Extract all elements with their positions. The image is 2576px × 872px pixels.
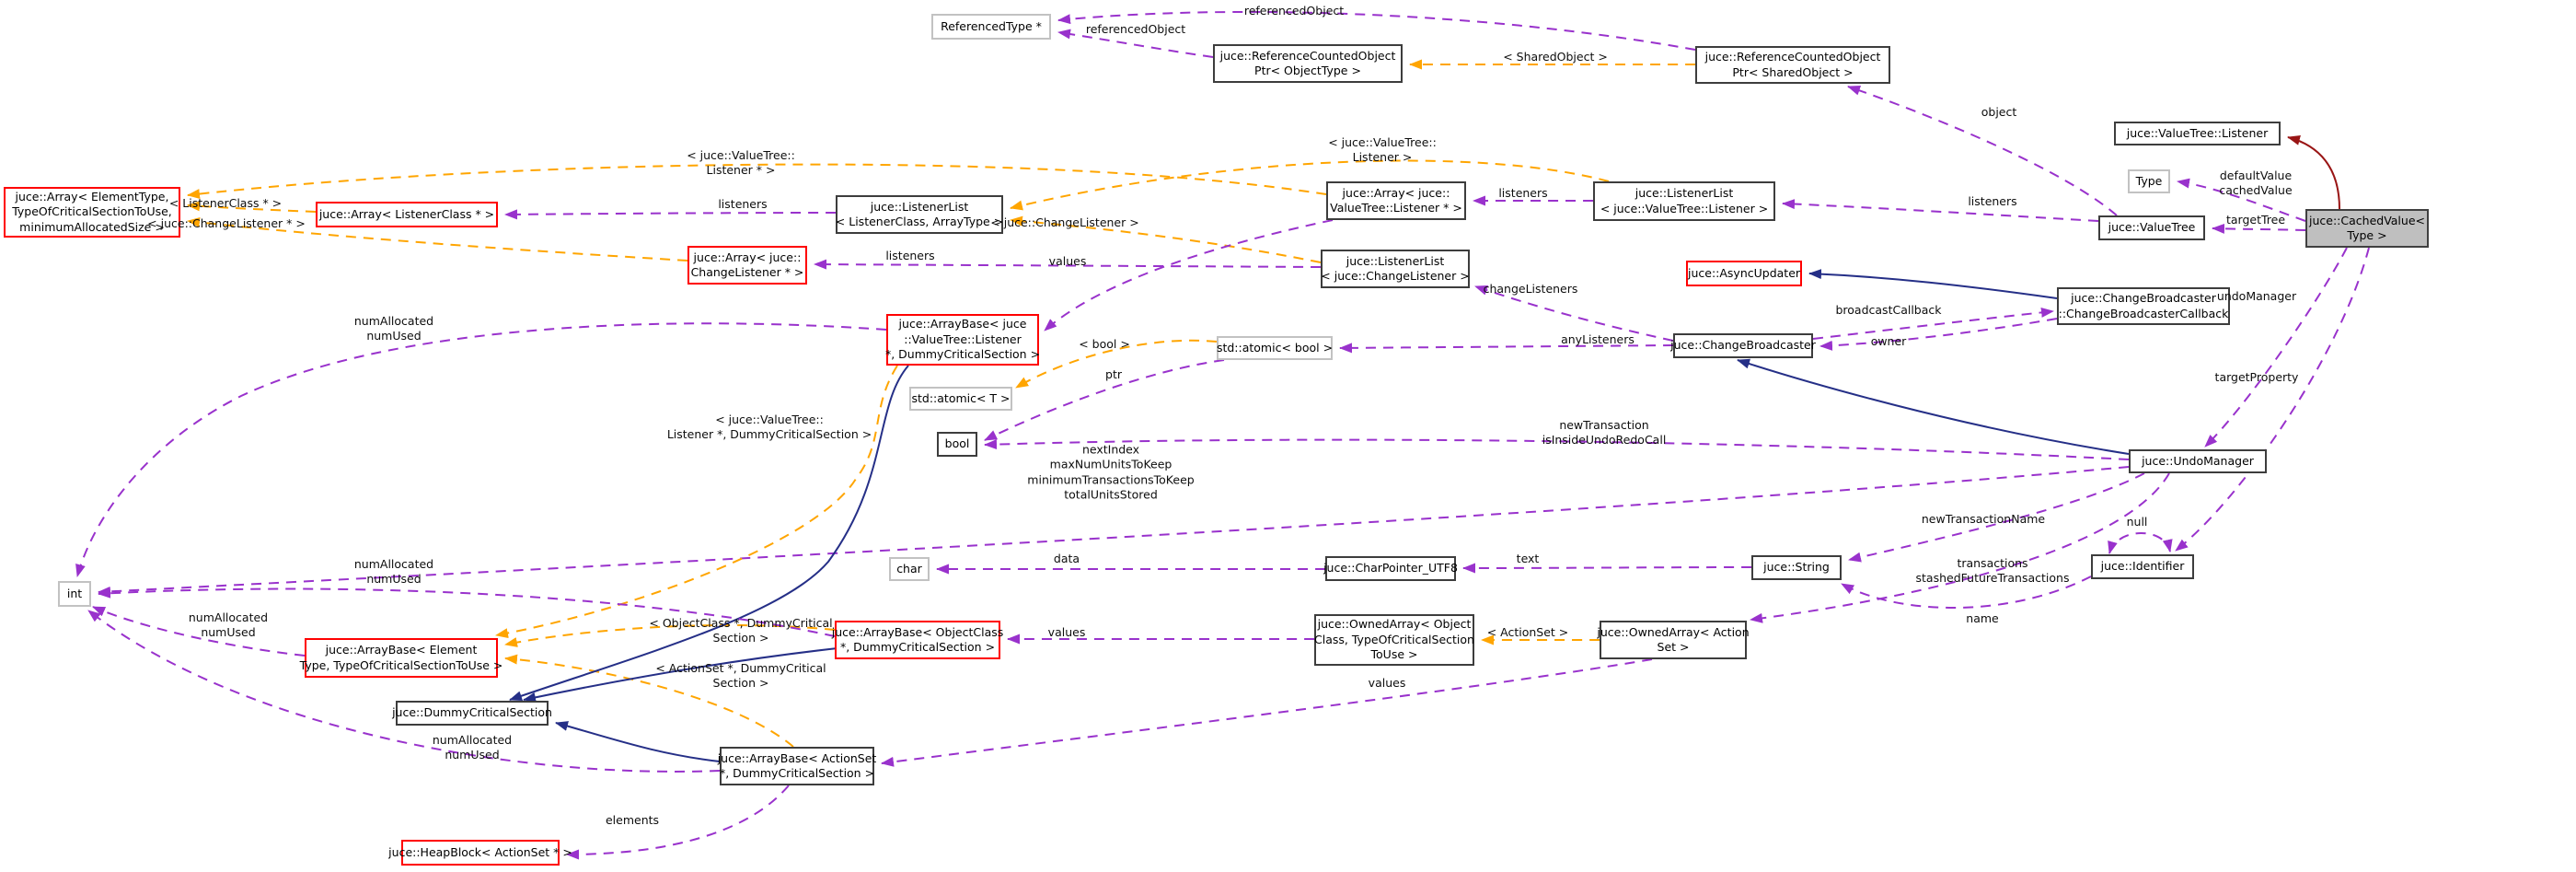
class-node-array-listenerclass[interactable]: juce::Array< ListenerClass * > [316,202,498,227]
edge-arraybase-actionset-to-arraybase-elementtype [504,654,794,748]
class-node-atomic-bool[interactable]: std::atomic< bool > [1217,336,1333,360]
class-node-char[interactable]: char [889,557,930,581]
class-node-valuetree-listener[interactable]: juce::ValueTree::Listener [2114,122,2281,145]
edge-string-to-charpointer-utf8 [1462,563,1752,574]
class-node-cbcallback[interactable]: juce::ChangeBroadcaster ::ChangeBroadcas… [2057,287,2230,325]
edge-cachedvalue-to-valuetree-listener [2287,135,2340,210]
class-node-string[interactable]: juce::String [1751,555,1842,580]
edge-arraybase-objectclass-to-dummycriticalsection [523,647,838,703]
class-node-arraybase-objectclass[interactable]: juce::ArrayBase< ObjectClass *, DummyCri… [832,621,1003,659]
edge-cachedvalue-to-type [2177,178,2306,222]
edge-undomanager-to-ownedarray-actionset [1750,472,2170,623]
edge-cbcallback-to-changebroadcaster [1819,318,2058,351]
edge-array-vt-listener-to-arraybase-vt-listener [1044,219,1334,331]
edge-rcop-objecttype-to-referenced-type [1057,29,1214,58]
class-node-referenced-type[interactable]: ReferencedType * [931,14,1051,40]
class-node-asyncupdater[interactable]: juce::AsyncUpdater [1686,261,1802,286]
class-node-atomic-t[interactable]: std::atomic< T > [909,387,1012,411]
edge-undomanager-to-int [98,466,2130,597]
class-node-changebroadcaster[interactable]: juce::ChangeBroadcaster [1670,333,1816,358]
class-node-valuetree[interactable]: juce::ValueTree [2098,215,2205,240]
edge-arraybase-objectclass-to-arraybase-elementtype [504,623,836,647]
class-node-dummycriticalsection[interactable]: juce::DummyCriticalSection [392,701,552,726]
class-node-undomanager[interactable]: juce::UndoManager [2129,449,2267,473]
edge-atomic-bool-to-bool [984,359,1225,441]
edge-arraybase-objectclass-to-int [98,587,836,637]
edge-listenerlist-generic-to-array-listenerclass [504,209,837,220]
edge-atomic-bool-to-atomic-t [1015,339,1218,389]
edge-arraybase-vt-listener-to-int [75,322,887,577]
edge-array-listenerclass-to-array-elementtype [187,201,317,213]
edge-arraybase-actionset-to-int [87,610,721,773]
edge-ownedarray-actionset-to-arraybase-actionset [881,658,1653,767]
edge-valuetree-to-listenerlist-vt-listener [1782,199,2099,222]
class-node-rcop-sharedobject[interactable]: juce::ReferenceCountedObject Ptr< Shared… [1695,46,1890,84]
edge-cbcallback-to-asyncupdater [1808,269,2058,299]
edge-listenerlist-vt-listener-to-listenerlist-generic [1010,159,1610,211]
edge-undomanager-to-changebroadcaster [1737,358,2130,455]
class-node-listenerlist-generic[interactable]: juce::ListenerList < ListenerClass, Arra… [836,195,1003,234]
class-node-array-vt-listener[interactable]: juce::Array< juce:: ValueTree::Listener … [1326,181,1466,220]
edge-rcop-sharedobject-to-referenced-type [1057,10,1696,51]
class-node-rcop-objecttype[interactable]: juce::ReferenceCountedObject Ptr< Object… [1213,44,1403,83]
edge-undomanager-to-bool [984,438,2130,460]
edge-arraybase-elementtype-to-int [92,606,306,657]
class-node-int[interactable]: int [58,581,91,607]
class-node-cachedvalue[interactable]: juce::CachedValue< Type > [2305,209,2429,248]
edge-identifier-to-identifier [2108,532,2173,554]
edge-valuetree-to-rcop-sharedobject [1847,85,2118,216]
class-node-heapblock-actionset[interactable]: juce::HeapBlock< ActionSet * > [388,840,572,866]
edge-arraybase-vt-listener-to-dummycriticalsection [509,365,909,701]
edge-cachedvalue-to-identifier [2175,247,2370,552]
class-node-listenerlist-vt-listener[interactable]: juce::ListenerList < juce::ValueTree::Li… [1593,181,1775,221]
edge-arraybase-actionset-to-dummycriticalsection [555,721,721,762]
edge-changebroadcaster-to-atomic-bool [1339,343,1674,354]
edge-array-changelistener-to-array-elementtype [187,216,688,262]
class-node-arraybase-elementtype[interactable]: juce::ArrayBase< Element Type, TypeOfCri… [300,638,502,678]
class-node-listenerlist-changelistener[interactable]: juce::ListenerList < juce::ChangeListene… [1321,250,1470,288]
class-node-type[interactable]: Type [2128,169,2170,193]
edge-listenerlist-changelistener-to-listenerlist-generic [1010,215,1322,263]
edge-arraybase-actionset-to-heapblock-actionset [566,785,790,860]
class-node-ownedarray-generic[interactable]: juce::OwnedArray< Object Class, TypeOfCr… [1314,614,1474,666]
class-node-ownedarray-actionset[interactable]: juce::OwnedArray< Action Set > [1597,621,1750,659]
class-node-array-changelistener[interactable]: juce::Array< juce:: ChangeListener * > [687,246,807,285]
edge-changebroadcaster-to-listenerlist-changelistener [1474,285,1674,342]
edge-cachedvalue-to-valuetree [2212,223,2306,234]
class-node-array-elementtype[interactable]: juce::Array< ElementType, TypeOfCritical… [4,187,180,238]
edge-identifier-to-string [1841,576,2092,609]
class-node-bool[interactable]: bool [937,432,977,457]
class-node-identifier[interactable]: juce::Identifier [2091,554,2194,579]
class-node-arraybase-actionset[interactable]: juce::ArrayBase< ActionSet *, DummyCriti… [718,747,876,785]
edge-listenerlist-changelistener-to-array-changelistener [814,259,1322,270]
edge-cachedvalue-to-undomanager [2204,247,2348,448]
edge-arraybase-vt-listener-to-arraybase-elementtype [495,365,898,639]
class-node-arraybase-vt-listener[interactable]: juce::ArrayBase< juce ::ValueTree::Liste… [885,314,1040,366]
class-node-charpointer-utf8[interactable]: juce::CharPointer_UTF8 [1323,556,1458,581]
edge-changebroadcaster-to-cbcallback [1812,307,2054,340]
edge-undomanager-to-string [1848,472,2145,563]
